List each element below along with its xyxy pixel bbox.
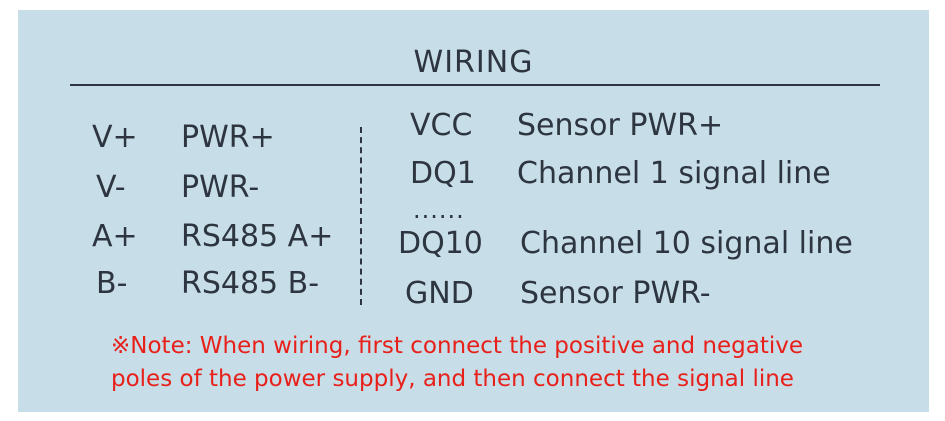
pin-a-plus-desc: RS485 A+ [181,219,334,254]
pin-dq10-desc: Channel 10 signal line [520,226,853,261]
wiring-title: WIRING [413,45,534,80]
pin-vcc: VCC [410,108,473,143]
pin-gnd-desc: Sensor PWR- [520,276,711,311]
pin-v-plus-desc: PWR+ [181,120,275,155]
pin-v-plus: V+ [92,120,138,155]
pin-v-minus: V- [96,170,126,205]
pin-b-minus-desc: RS485 B- [181,266,320,301]
pin-v-minus-desc: PWR- [181,170,260,205]
wiring-panel: WIRING V+ PWR+ V- PWR- A+ RS485 A+ B- RS… [18,10,929,412]
pin-a-plus: A+ [92,219,138,254]
pin-vcc-desc: Sensor PWR+ [517,108,724,143]
wiring-note-line-1: ※Note: When wiring, first connect the po… [111,333,803,359]
pin-dq10: DQ10 [398,226,483,261]
pin-ellipsis: ...... [413,196,465,224]
pin-b-minus: B- [96,266,128,301]
wiring-note-line-2: poles of the power supply, and then conn… [111,366,794,392]
column-divider [360,127,362,305]
wiring-note: ※Note: When wiring, first connect the po… [111,330,891,396]
title-divider [70,84,880,86]
pin-dq1: DQ1 [410,156,476,191]
pin-gnd: GND [405,276,474,311]
pin-dq1-desc: Channel 1 signal line [517,156,831,191]
